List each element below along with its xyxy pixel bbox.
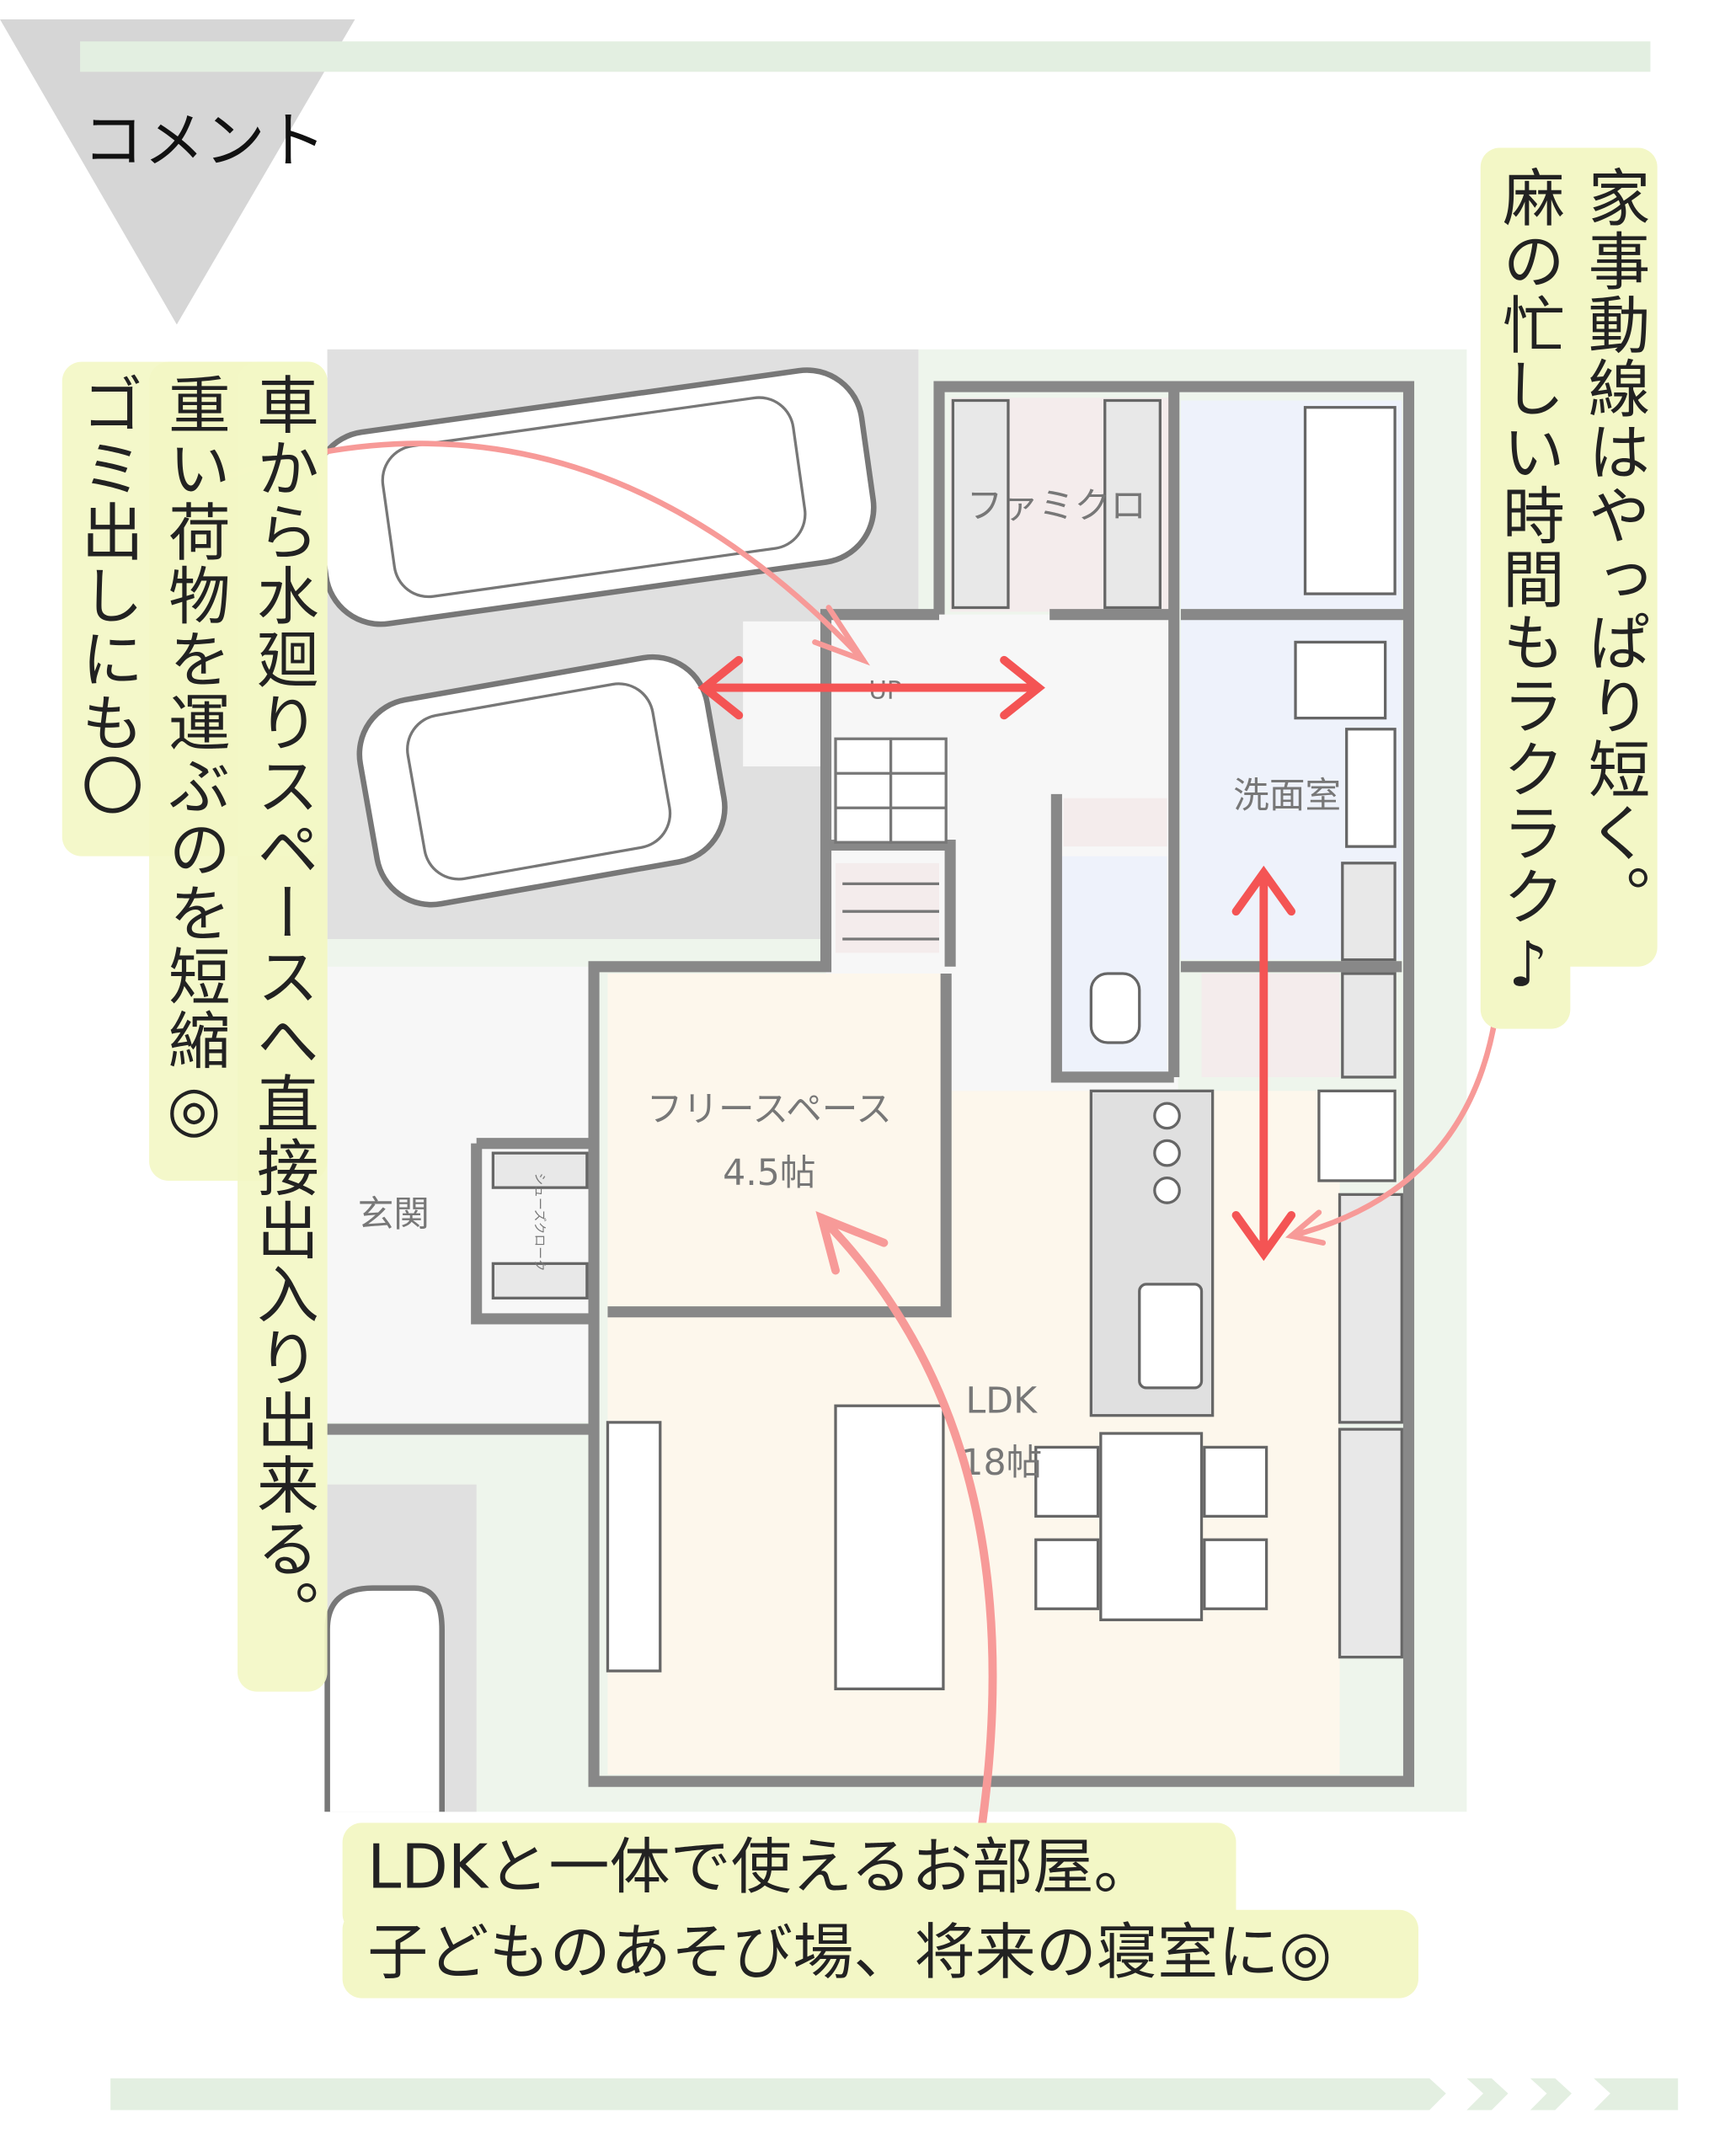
arrowhead bbox=[815, 1211, 889, 1275]
callout-left-line1: 車から水廻りスペースへ直接出入り出来る。 bbox=[245, 372, 319, 1644]
header-decoration bbox=[0, 19, 1651, 325]
chevron-icon bbox=[1594, 2078, 1679, 2111]
section-title: コメント bbox=[83, 106, 326, 177]
room-label-entrance: 玄関 bbox=[358, 1193, 430, 1235]
fixtures bbox=[491, 398, 1403, 1690]
arrowhead bbox=[1284, 1209, 1327, 1246]
room-size-ldk: 18帖 bbox=[960, 1442, 1042, 1484]
parked-car-3 bbox=[324, 1585, 445, 1812]
sofa bbox=[834, 1404, 945, 1690]
room-label-free-space: フリースペース bbox=[647, 1088, 892, 1130]
room-label-shoe-closet: シューズクローク bbox=[532, 1173, 547, 1272]
callout-right-tail bbox=[1480, 897, 1571, 1029]
room-size-free-space: 4.5帖 bbox=[723, 1152, 815, 1194]
dining-table bbox=[1099, 1432, 1204, 1622]
arrowhead bbox=[812, 605, 871, 666]
triangle-marker bbox=[0, 19, 355, 325]
toilet bbox=[1089, 972, 1141, 1044]
chevron-icon bbox=[1466, 2078, 1509, 2111]
room-label-washroom: 洗面室 bbox=[1233, 775, 1341, 817]
stairs bbox=[834, 737, 948, 941]
chevron-icon bbox=[1530, 2078, 1572, 2111]
callout-bottom-line2: 子どものあそび場、将来の寝室に◎ bbox=[367, 1918, 1332, 1989]
tv-board bbox=[606, 1421, 662, 1673]
room-label-family-closet: ファミクロ bbox=[967, 485, 1146, 527]
pink-curved-arrows bbox=[225, 440, 1502, 1882]
callout-right-line1: 家事動線はやっぱり短く。 bbox=[1577, 165, 1651, 928]
red-double-arrows bbox=[697, 655, 1296, 1262]
callout-bottom-line1: LDKと一体で使えるお部屋。 bbox=[367, 1832, 1155, 1903]
top-accent-bar bbox=[80, 41, 1651, 72]
bottom-accent-bar bbox=[110, 2078, 1679, 2111]
callout-left-line3: ゴミ出しにも〇 bbox=[70, 372, 144, 818]
arrow-car-to-wet-area bbox=[225, 440, 867, 664]
arrow-callout-to-free-space bbox=[817, 1214, 997, 1882]
callout-right-bg bbox=[1480, 147, 1658, 967]
parked-car-2 bbox=[356, 654, 728, 908]
arrow-callout-to-washroom bbox=[1288, 991, 1502, 1239]
room-label-ldk: LDK bbox=[966, 1380, 1039, 1422]
double-arrow-horizontal bbox=[697, 655, 1045, 720]
callout-bottom-bg-line2 bbox=[342, 1909, 1418, 1999]
walls bbox=[327, 381, 1415, 1787]
double-arrow-vertical bbox=[1231, 865, 1296, 1262]
callout-left-line2: 重い荷物を運ぶのを短縮◎ bbox=[157, 372, 231, 1146]
callout-left-bg-long bbox=[238, 361, 328, 1692]
callout-right-line2: 麻の忙しい時間もラクラク♪ bbox=[1491, 165, 1565, 1003]
